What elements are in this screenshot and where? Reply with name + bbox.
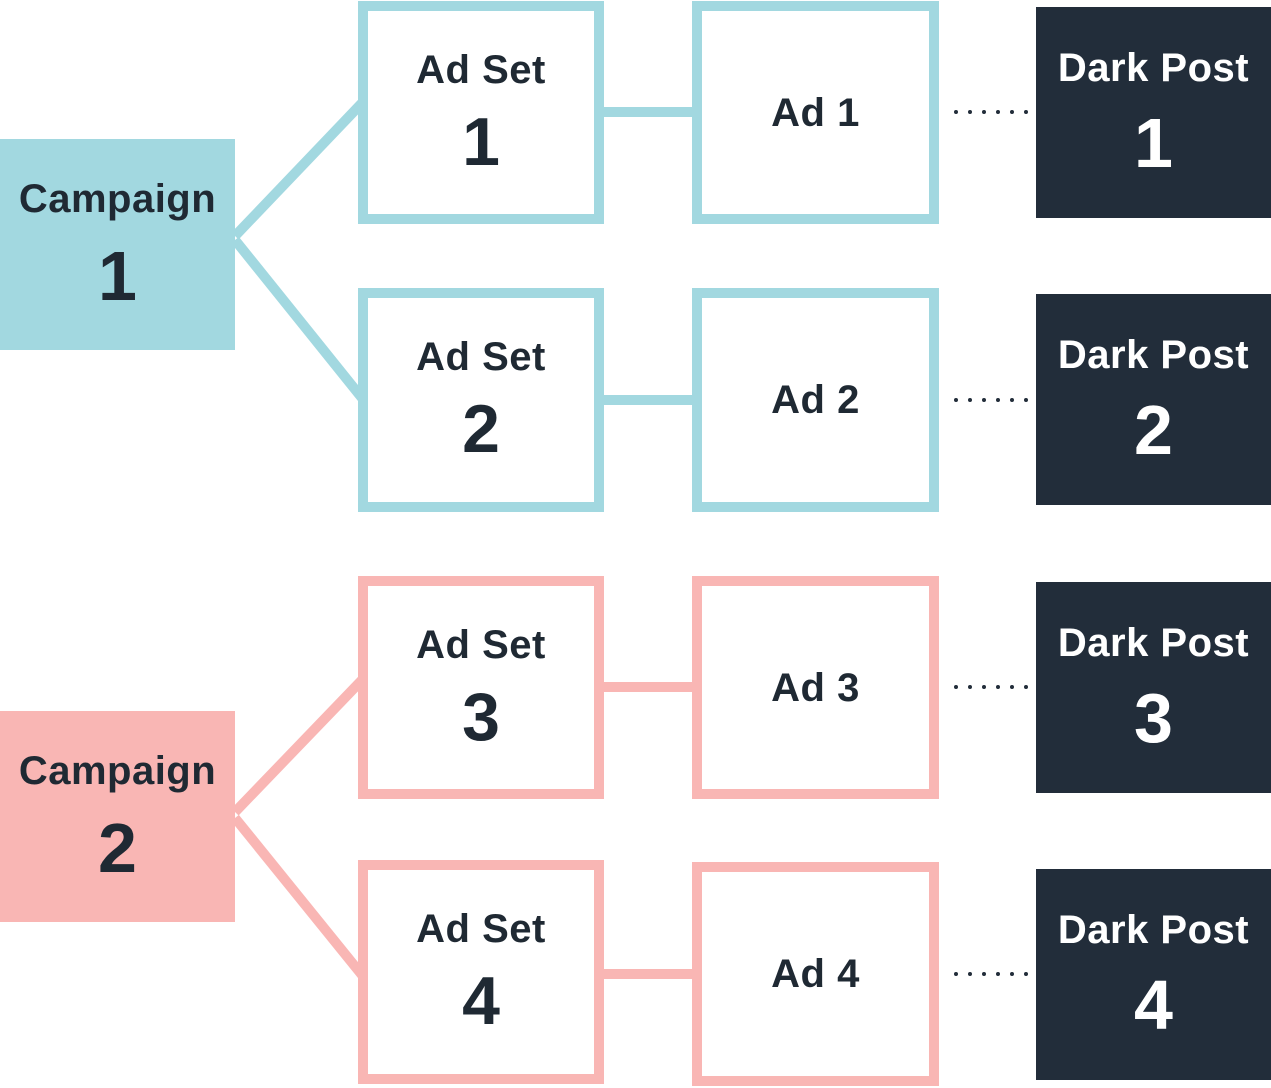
dark-post-4-number: 4 xyxy=(1134,965,1173,1044)
adset-1-label: Ad Set xyxy=(416,47,546,92)
campaign-2-number: 2 xyxy=(98,808,137,887)
ad-3-label: Ad 3 xyxy=(771,665,860,710)
ad-4-label: Ad 4 xyxy=(771,952,860,996)
ad-1-label: Ad 1 xyxy=(771,90,860,135)
campaign-2-label: Campaign xyxy=(18,748,217,793)
ad-2-label: Ad 2 xyxy=(771,378,860,422)
ad-4-box: Ad 4 xyxy=(692,862,939,1086)
campaign-1-label: Campaign xyxy=(18,176,217,221)
campaign-1-number: 1 xyxy=(98,236,137,315)
dark-post-2-label: Dark Post xyxy=(1057,332,1250,377)
dark-post-1-number: 1 xyxy=(1134,103,1173,182)
dark-post-1-label: Dark Post xyxy=(1057,45,1250,90)
adset-1-number: 1 xyxy=(462,103,500,180)
adset-3-box: Ad Set 3 xyxy=(358,576,604,799)
campaign-2-box: Campaign 2 xyxy=(0,711,235,922)
adset-3-label: Ad Set xyxy=(416,622,546,667)
dark-post-1-box: Dark Post 1 xyxy=(1036,7,1271,218)
dark-post-2-number: 2 xyxy=(1134,390,1173,469)
dark-post-4-box: Dark Post 4 xyxy=(1036,869,1271,1080)
campaign-1-to-adset-1-line xyxy=(231,99,366,240)
ad-3-box: Ad 3 xyxy=(692,576,939,799)
dark-post-3-box: Dark Post 3 xyxy=(1036,582,1271,793)
dark-post-4-label: Dark Post xyxy=(1057,907,1250,952)
dark-post-2-box: Dark Post 2 xyxy=(1036,294,1271,505)
adset-1-box: Ad Set 1 xyxy=(358,1,604,224)
ad-2-box: Ad 2 xyxy=(692,288,939,512)
adset-4-box: Ad Set 4 xyxy=(358,860,604,1084)
campaign-2-to-adset-3-line xyxy=(231,676,366,816)
dark-post-3-label: Dark Post xyxy=(1057,620,1250,665)
adset-3-number: 3 xyxy=(462,678,500,755)
adset-4-number: 4 xyxy=(462,963,500,1039)
adset-2-number: 2 xyxy=(462,391,500,467)
adset-2-label: Ad Set xyxy=(416,335,546,379)
ad-1-box: Ad 1 xyxy=(692,1,939,224)
campaign-1-box: Campaign 1 xyxy=(0,139,235,350)
dark-post-3-number: 3 xyxy=(1134,678,1173,757)
campaign-1-to-adset-2-line xyxy=(231,236,366,402)
campaign-2-to-adset-4-line xyxy=(231,814,366,979)
adset-4-label: Ad Set xyxy=(416,907,546,951)
adset-2-box: Ad Set 2 xyxy=(358,288,604,512)
